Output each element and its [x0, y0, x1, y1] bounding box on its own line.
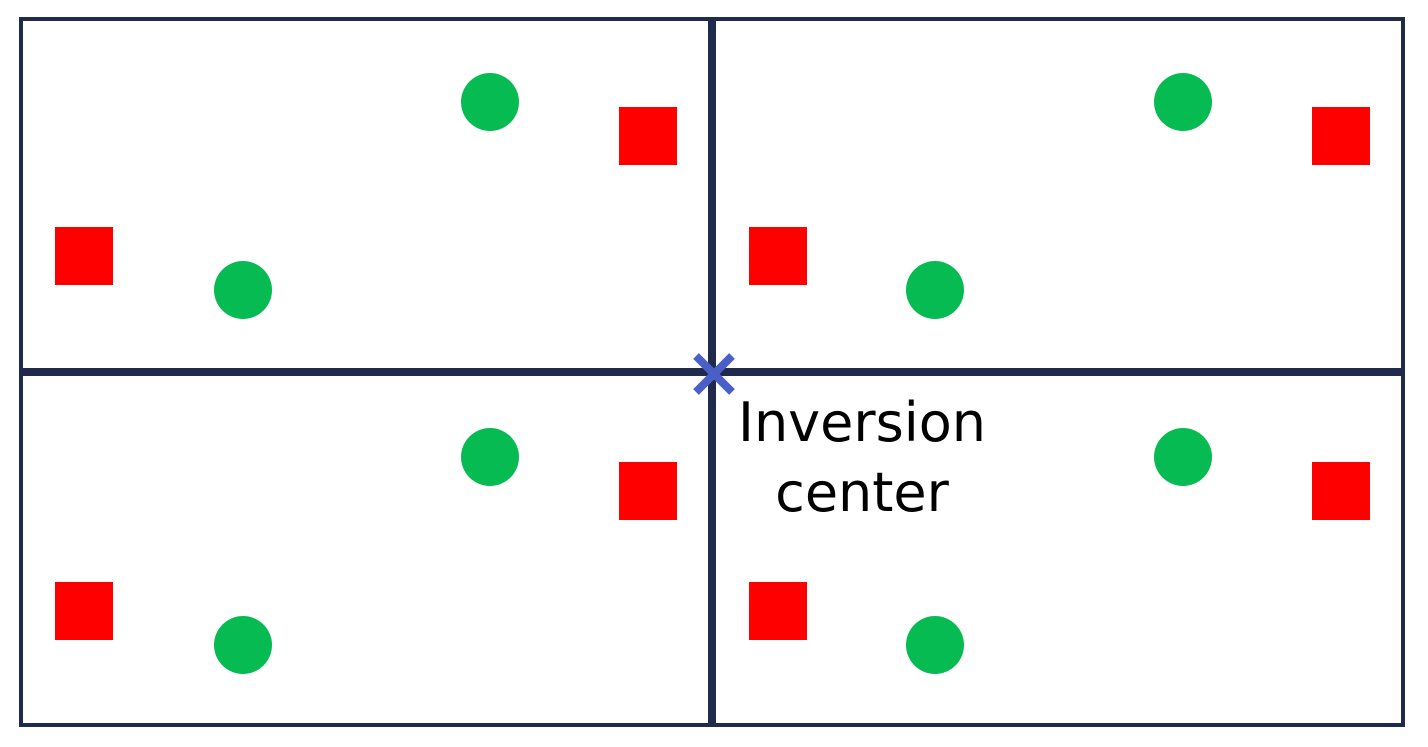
- cell-top-left: [19, 17, 712, 372]
- red-square: [749, 582, 807, 640]
- cell-bottom-left: [19, 372, 712, 727]
- cell-border: [712, 372, 1405, 727]
- red-square: [55, 582, 113, 640]
- label-line-2: center: [775, 461, 949, 524]
- label-line-1: Inversion: [738, 391, 986, 454]
- green-circle: [461, 428, 519, 486]
- green-circle: [1154, 428, 1212, 486]
- cell-border: [712, 17, 1405, 372]
- green-circle: [214, 616, 272, 674]
- red-square: [619, 107, 677, 165]
- green-circle: [906, 261, 964, 319]
- red-square: [619, 462, 677, 520]
- cell-border: [19, 17, 712, 372]
- red-square: [749, 227, 807, 285]
- cell-top-right: [712, 17, 1405, 372]
- cell-bottom-right: [712, 372, 1405, 727]
- inversion-center-label: Inversion center: [736, 388, 988, 528]
- red-square: [1312, 462, 1370, 520]
- red-square: [55, 227, 113, 285]
- cell-border: [19, 372, 712, 727]
- cross-icon: [693, 353, 735, 395]
- red-square: [1312, 107, 1370, 165]
- green-circle: [906, 616, 964, 674]
- green-circle: [214, 261, 272, 319]
- green-circle: [1154, 73, 1212, 131]
- green-circle: [461, 73, 519, 131]
- cross-stroke: [693, 353, 735, 395]
